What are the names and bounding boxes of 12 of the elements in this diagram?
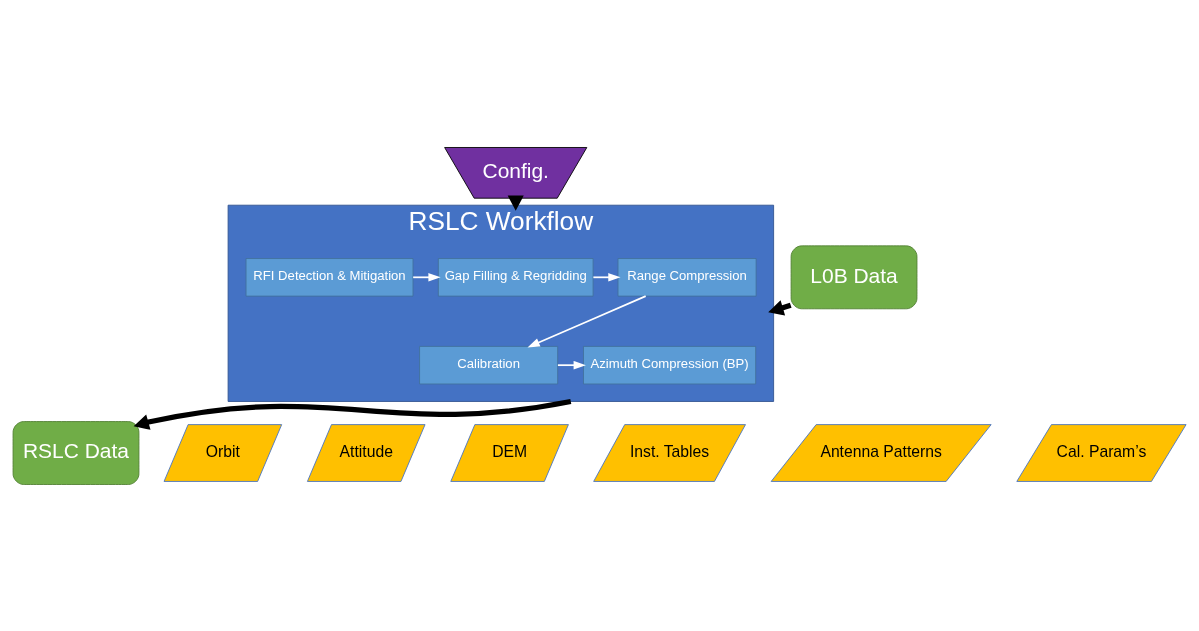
node-box: RFI Detection & Mitigation [245,257,414,297]
node-box: RSLC Data [12,420,140,485]
arrow [592,272,621,282]
node-box: Gap Filling & Regridding [437,257,594,297]
arrow [133,398,572,430]
node-box: Range Compression [617,257,757,297]
arrow [527,294,647,347]
node-box: L0B Data [790,244,918,309]
arrow [412,272,441,282]
node-box: Calibration [419,345,559,384]
node-box: Azimuth Compression (BP) [583,345,757,384]
arrow [557,360,586,369]
